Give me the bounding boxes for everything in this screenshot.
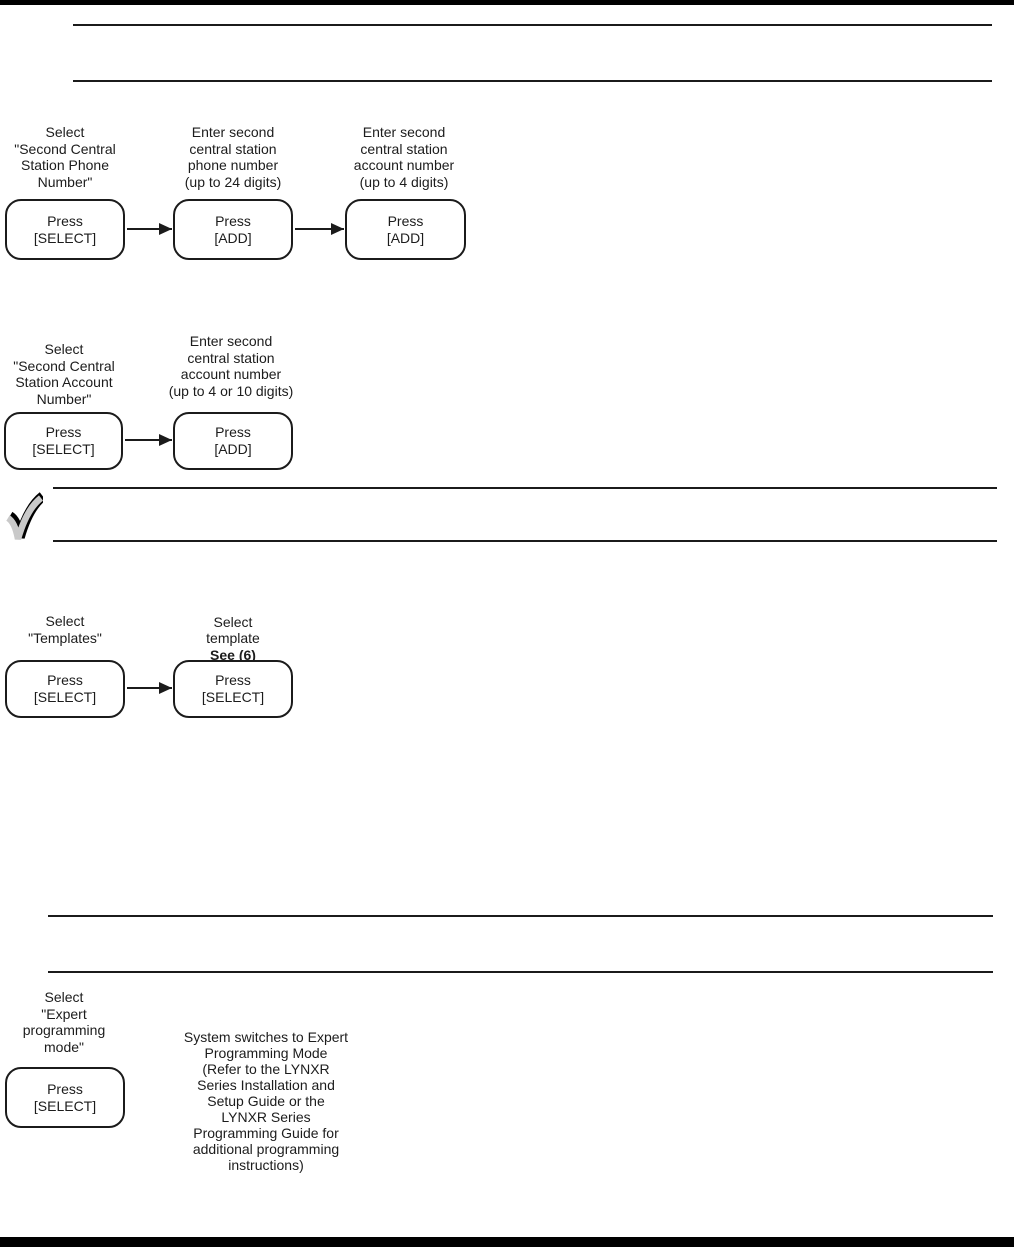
press-add-box: Press [ADD] [345, 199, 466, 260]
step-caption: Select "Templates" [28, 613, 102, 646]
step-caption: Enter second central station account num… [168, 333, 294, 399]
section-rule-bottom [48, 971, 993, 973]
arrow-right-icon [295, 223, 344, 235]
arrow-right-icon [127, 223, 172, 235]
header-rule-bottom [73, 80, 992, 82]
step-caption: Select "Second Central Station Account N… [13, 341, 115, 407]
press-select-box: Press [SELECT] [173, 660, 293, 718]
section-rule-top [48, 915, 993, 917]
note-checkmark-icon [6, 492, 43, 540]
step-caption-reference: See (6) [210, 646, 256, 663]
page-top-border [0, 0, 1014, 5]
page-bottom-border [0, 1237, 1014, 1247]
note-rule-top [53, 487, 997, 489]
step-caption: Enter second central station phone numbe… [184, 124, 282, 190]
step-caption-text: Select template [206, 613, 260, 647]
press-select-box: Press [SELECT] [4, 412, 123, 470]
press-add-box: Press [ADD] [173, 412, 293, 470]
press-select-box: Press [SELECT] [5, 199, 125, 260]
step-caption: Select "Expert programming mode" [22, 989, 106, 1055]
press-select-box: Press [SELECT] [5, 660, 125, 718]
step-caption: Enter second central station account num… [353, 124, 455, 190]
note-rule-bottom [53, 540, 997, 542]
press-add-box: Press [ADD] [173, 199, 293, 260]
expert-mode-note: System switches to Expert Programming Mo… [183, 1029, 349, 1173]
arrow-right-icon [127, 682, 172, 694]
header-rule-top [73, 24, 992, 26]
arrow-right-icon [125, 434, 172, 446]
press-select-box: Press [SELECT] [5, 1067, 125, 1128]
step-caption: Select "Second Central Station Phone Num… [14, 124, 116, 190]
step-caption: Select template See (6) [153, 597, 313, 680]
